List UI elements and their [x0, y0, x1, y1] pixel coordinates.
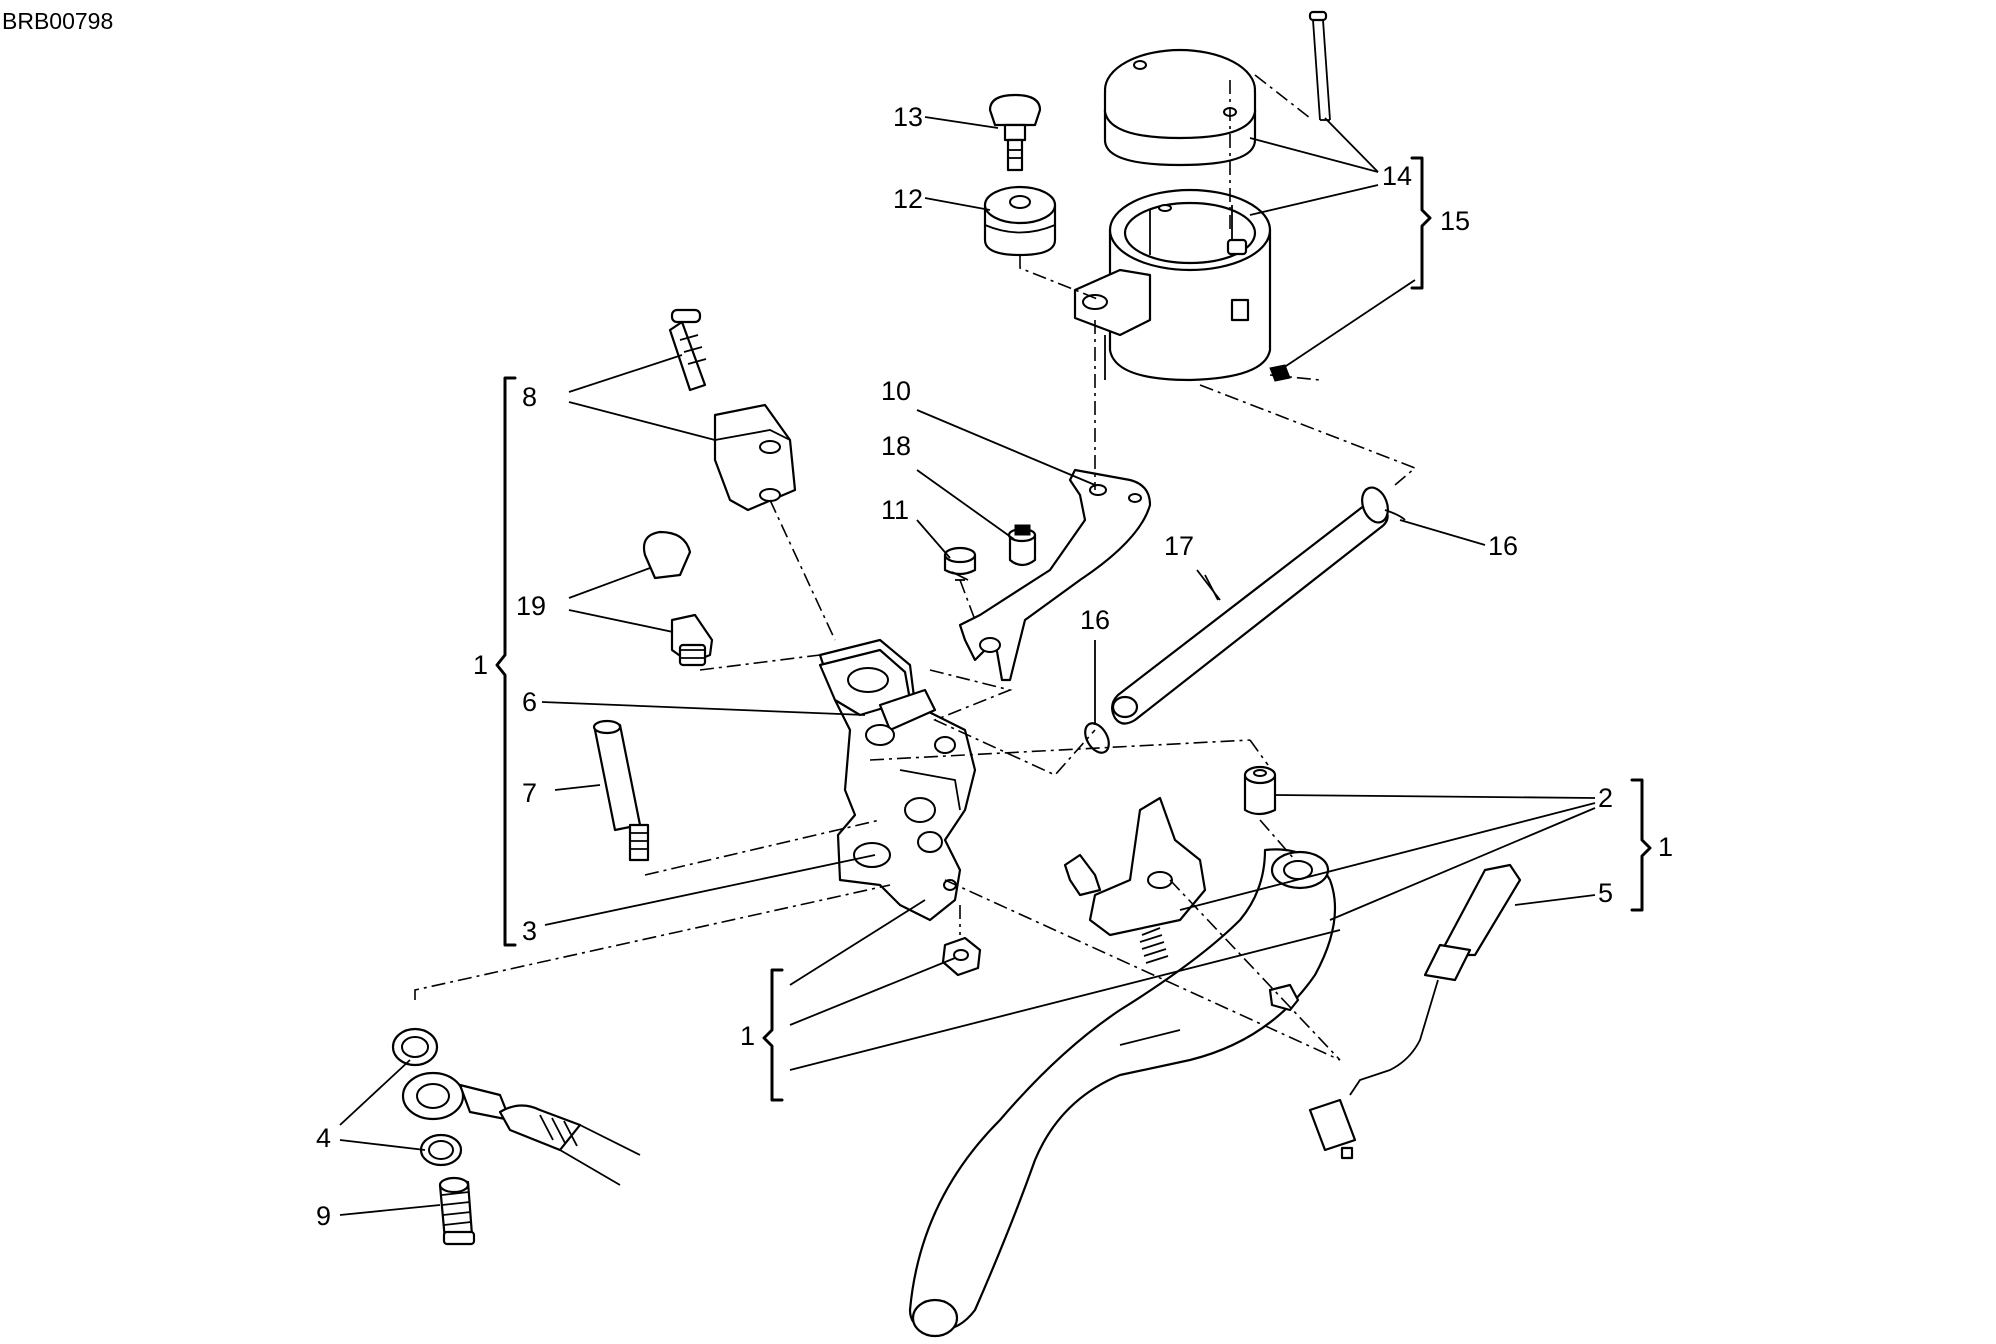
spring-part: [1139, 927, 1169, 964]
callout-3: 3: [522, 916, 538, 946]
screw-11-part: [943, 546, 977, 581]
callout-2: 2: [1598, 783, 1614, 813]
pin-7-part: [592, 719, 650, 862]
callout-8: 8: [522, 382, 538, 412]
brace-lower-1: [762, 968, 784, 1102]
reservoir-cap-part: [1103, 48, 1257, 167]
bushing-2-part: [1243, 765, 1277, 816]
brace-right-1: [1630, 778, 1652, 912]
callout-15: 15: [1440, 206, 1471, 236]
leader-lines: [339, 116, 1596, 1216]
callout-6: 6: [522, 687, 538, 717]
callout-12: 12: [893, 184, 924, 214]
callout-10: 10: [881, 376, 912, 406]
screw-13-part: [988, 93, 1042, 172]
bushing-18-part: [1007, 524, 1037, 567]
callout-7: 7: [522, 778, 538, 808]
group-braces: [495, 156, 1652, 1102]
bracket-10-part: [958, 468, 1152, 682]
callout-1-right: 1: [1658, 832, 1674, 862]
callout-4: 4: [316, 1123, 332, 1153]
callout-1-left: 1: [473, 650, 489, 680]
washer-4-upper-part: [391, 1027, 439, 1067]
lever-cam-part: [1063, 796, 1207, 937]
sensor-5-part: [1308, 863, 1522, 1160]
callout-11: 11: [881, 495, 910, 525]
banjo-bolt-9-part: [438, 1176, 476, 1246]
bleed-valve-19-part: [670, 613, 714, 667]
assembly-centerlines: [414, 74, 1417, 1061]
washer-4-lower-part: [419, 1133, 463, 1167]
callout-5: 5: [1598, 878, 1614, 908]
hose-clamp-16-upper-part: [1361, 486, 1406, 524]
banjo-fitting-part: [401, 1071, 641, 1186]
document-code: BRB00798: [2, 8, 114, 34]
brake-lever-part: [908, 848, 1337, 1338]
adjuster-knob-8-part: [668, 308, 797, 512]
hose-17-part: [1111, 501, 1389, 725]
callout-14: 14: [1382, 161, 1413, 191]
cap-19-part: [642, 530, 692, 580]
cap-screw-part: [1308, 10, 1331, 121]
callout-19: 19: [516, 591, 547, 621]
callout-16-mid: 16: [1080, 605, 1111, 635]
brace-left-1: [495, 376, 517, 947]
callout-17: 17: [1164, 531, 1195, 561]
callout-9: 9: [316, 1201, 332, 1231]
master-cylinder-body-part: [818, 638, 977, 922]
hose-clamp-16-mid-part: [1084, 722, 1110, 754]
nut-part: [941, 936, 982, 977]
callout-13: 13: [893, 102, 924, 132]
brace-15: [1410, 156, 1432, 290]
callout-18: 18: [881, 431, 912, 461]
callout-1-lower: 1: [740, 1021, 756, 1051]
reservoir-body-part: [1073, 188, 1291, 382]
callout-16-right: 16: [1488, 531, 1519, 561]
grommet-12-part: [983, 185, 1057, 257]
